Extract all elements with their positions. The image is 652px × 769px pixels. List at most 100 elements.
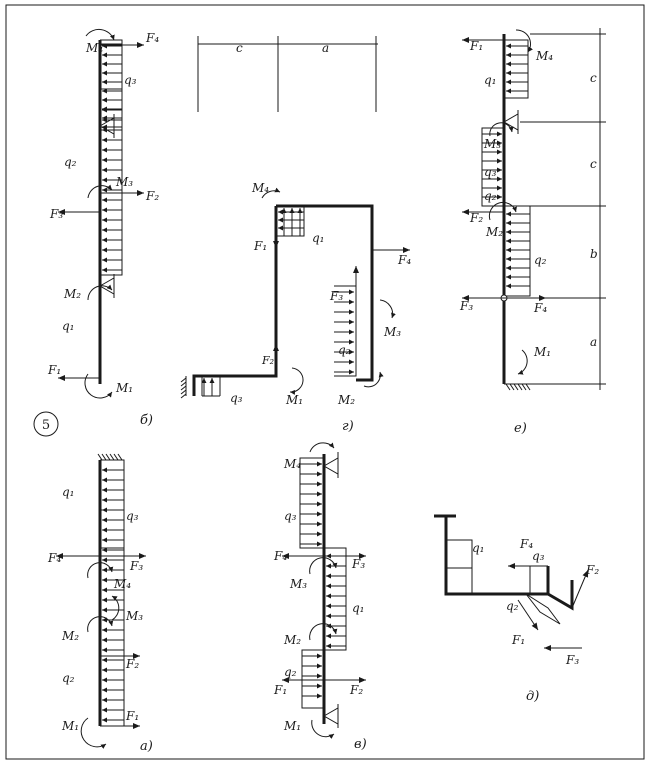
load-q2-e: [504, 205, 531, 297]
load-q1-v: [324, 547, 347, 651]
label-M2-v: M₂: [283, 633, 301, 647]
label-q3-g: q₃: [230, 391, 243, 405]
moment-M1-v: [311, 719, 335, 739]
scheme-label-a: а): [140, 739, 153, 754]
label-q1-d: q₁: [472, 541, 485, 555]
label-M2-g: M₂: [337, 393, 355, 407]
label-q2-g: q₂: [338, 343, 351, 357]
label-M2-a: M₂: [61, 629, 79, 643]
label-M3-g: M₃: [383, 325, 401, 339]
moment-M2-a: [87, 616, 114, 633]
load-q2-d: [525, 593, 561, 625]
label-F3-v: F₃: [351, 557, 365, 571]
label-F2-g: F₂: [261, 354, 274, 367]
label-F4-b: F₄: [145, 31, 159, 45]
pin-support-v1: [322, 457, 339, 475]
force-F1-d: [517, 599, 539, 631]
scheme-label-d: д): [526, 689, 539, 704]
dim-c-e1: c: [590, 157, 597, 171]
label-q2-v: q₂: [284, 665, 297, 679]
hatch-line: [113, 453, 119, 461]
moment-M4-g: [261, 187, 281, 199]
label-F4-d: F₄: [519, 537, 533, 551]
label-M1-a: M₁: [61, 719, 79, 733]
hatch-line: [513, 383, 519, 391]
load-q3-v: [299, 457, 324, 549]
load-q3-d: [529, 565, 548, 594]
label-q3-v: q₃: [284, 509, 297, 523]
label-q1-g: q₁: [312, 231, 325, 245]
label-F2-a: F₂: [125, 657, 139, 671]
label-F1-v: F₁: [273, 683, 287, 697]
label-M3-b: M₃: [115, 175, 133, 189]
label-M3-v: M₃: [289, 577, 307, 591]
label-M2-e: M₂: [485, 225, 503, 239]
label-F4-a: F₄: [47, 551, 61, 565]
label-q1-e: q₁: [484, 73, 497, 87]
hatch-line: [180, 377, 187, 383]
label-M4-v: M₄: [283, 457, 301, 471]
label-M3-e: M₃: [483, 137, 501, 151]
hatch-line: [105, 453, 111, 461]
label-M4-g: M₄: [251, 181, 269, 195]
moment-M2-v: [309, 623, 338, 641]
label-F4-g: F₄: [397, 253, 411, 267]
hatch-line: [180, 381, 187, 387]
scheme-b: F₁ q₁ M₂ F₃ q₂ M₃ F₂ q₃ M₄ F₄ M₁ б): [47, 28, 159, 428]
scheme-v: M₄ q₃ F₄ F₃ M₃ q₁ M₂ q₂ F₁ F₂ M₁ в): [273, 442, 367, 752]
moment-M3-e: [489, 122, 514, 137]
scheme-e: a b c c F₁ q₁ M₄ M₃ q₃ q₂ F₂ M₂ q₂ F₃ F₄…: [459, 28, 606, 436]
hatch-line: [180, 385, 187, 391]
dim-a-e: a: [590, 335, 597, 349]
scheme-label-e: е): [514, 421, 527, 436]
hatch-line: [505, 383, 511, 391]
scheme-label-g: г): [342, 419, 354, 434]
scheme-label-b: б): [140, 413, 153, 428]
moment-M4-e: [515, 29, 533, 53]
label-q3-e: q₃: [484, 165, 497, 179]
label-F3-b: F₃: [49, 207, 63, 221]
label-F4-v: F₄: [273, 549, 287, 563]
label-F3-a: F₃: [129, 559, 143, 573]
load-q2-a: [100, 547, 125, 727]
label-M3-a: M₃: [125, 609, 143, 623]
label-q2-a: q₂: [62, 671, 75, 685]
moment-M2-e: [488, 201, 517, 221]
hatch-line: [521, 383, 527, 391]
load-q3-e: [481, 127, 504, 207]
frame-d: [444, 516, 550, 596]
label-F1-g: F₁: [253, 239, 267, 253]
load-q2-g: [334, 285, 357, 377]
label-M4-e: M₄: [535, 49, 553, 63]
moment-M3-g: [379, 299, 396, 319]
scheme-a: q₁ q₃ F₄ F₃ M₄ M₃ M₂ F₂ q₂ M₁ F₁ а): [47, 453, 153, 754]
dim-a: a: [322, 41, 329, 55]
label-q2-b: q₂: [64, 155, 77, 169]
load-q3-g: [193, 376, 221, 397]
label-M1-g: M₁: [285, 393, 303, 407]
label-F3-g: F₃: [329, 289, 343, 303]
hatch-line: [101, 453, 107, 461]
scheme-label-v: в): [354, 737, 367, 752]
label-M4-b: M₄: [85, 41, 103, 55]
label-F1-a: F₁: [125, 709, 139, 723]
label-F2-v: F₂: [349, 683, 363, 697]
label-q2-e1: q₂: [484, 189, 497, 203]
label-M1-v: M₁: [283, 719, 301, 733]
dim-c: c: [236, 41, 243, 55]
label-F1-d: F₁: [511, 633, 525, 647]
pin-support-v2: [322, 707, 339, 725]
label-F3-d: F₃: [565, 653, 579, 667]
label-F2-b: F₂: [145, 189, 159, 203]
moment-M1-a: [80, 717, 107, 749]
load-q1-q3-a: [100, 459, 125, 548]
moment-M1-b: [84, 373, 113, 399]
scheme-d: q₁ F₄ q₃ F₂ q₂ F₁ F₃ д): [434, 514, 599, 704]
label-M4-a: M₄: [113, 577, 131, 591]
hatch-line: [180, 393, 187, 399]
hatch-line: [117, 453, 123, 461]
label-M1-b: M₁: [115, 381, 133, 395]
label-q1-b: q₁: [62, 319, 75, 333]
label-q2-d: q₂: [506, 599, 519, 613]
